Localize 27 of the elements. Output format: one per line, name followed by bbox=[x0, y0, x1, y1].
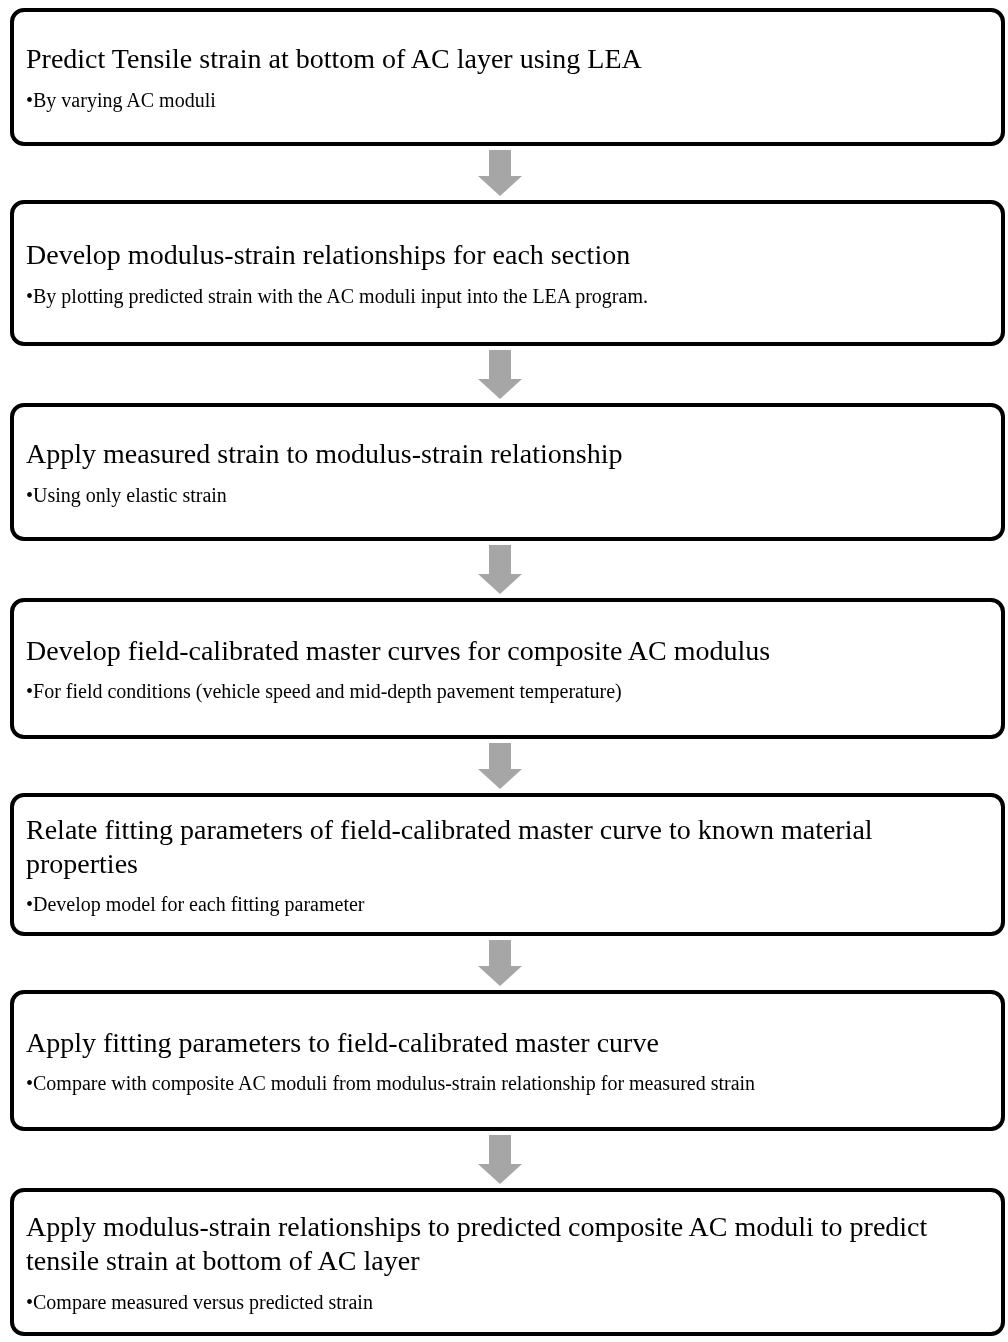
process-box bbox=[10, 598, 1005, 739]
process-box bbox=[10, 793, 1005, 936]
step-title: Apply modulus-strain relationships to predicted composite AC moduli to predict tensile strain at bottom of AC layer bbox=[26, 1210, 929, 1278]
bullet-text: •For field conditions (vehicle speed and mid-depth pavement temperature) bbox=[26, 679, 623, 704]
step-title: Apply fitting parameters to field-calibrated master curve bbox=[26, 1025, 660, 1060]
bullet-text: •By plotting predicted strain with the AC moduli input into the LEA program. bbox=[26, 283, 649, 308]
step-title: Develop field-calibrated master curves for composite AC modulus bbox=[26, 633, 772, 668]
block-arrow bbox=[478, 150, 522, 196]
process-box bbox=[10, 8, 1005, 146]
process-box bbox=[10, 403, 1005, 541]
process-box bbox=[10, 1188, 1005, 1336]
bullet-text: •Compare with composite AC moduli from modulus-strain relationship for measured strain bbox=[26, 1071, 757, 1096]
bullet-text: •By varying AC moduli bbox=[26, 87, 217, 112]
bullet-text: •Develop model for each fitting parameter bbox=[26, 892, 366, 917]
process-box bbox=[10, 990, 1005, 1131]
bullet-text: •Compare measured versus predicted strain bbox=[26, 1289, 374, 1314]
process-box bbox=[10, 200, 1005, 346]
step-title: Develop modulus-strain relationships for each section bbox=[26, 238, 632, 272]
step-title: Apply measured strain to modulus-strain relationship bbox=[26, 437, 624, 471]
block-arrow bbox=[478, 545, 522, 594]
bullet-text: •Using only elastic strain bbox=[26, 482, 228, 507]
block-arrow bbox=[478, 350, 522, 399]
block-arrow bbox=[478, 1135, 522, 1184]
step-title: Relate fitting parameters of field-calibrated master curve to known material properties bbox=[26, 812, 874, 881]
step-title: Predict Tensile strain at bottom of AC layer using LEA bbox=[26, 42, 643, 76]
block-arrow bbox=[478, 940, 522, 986]
block-arrow bbox=[478, 743, 522, 789]
